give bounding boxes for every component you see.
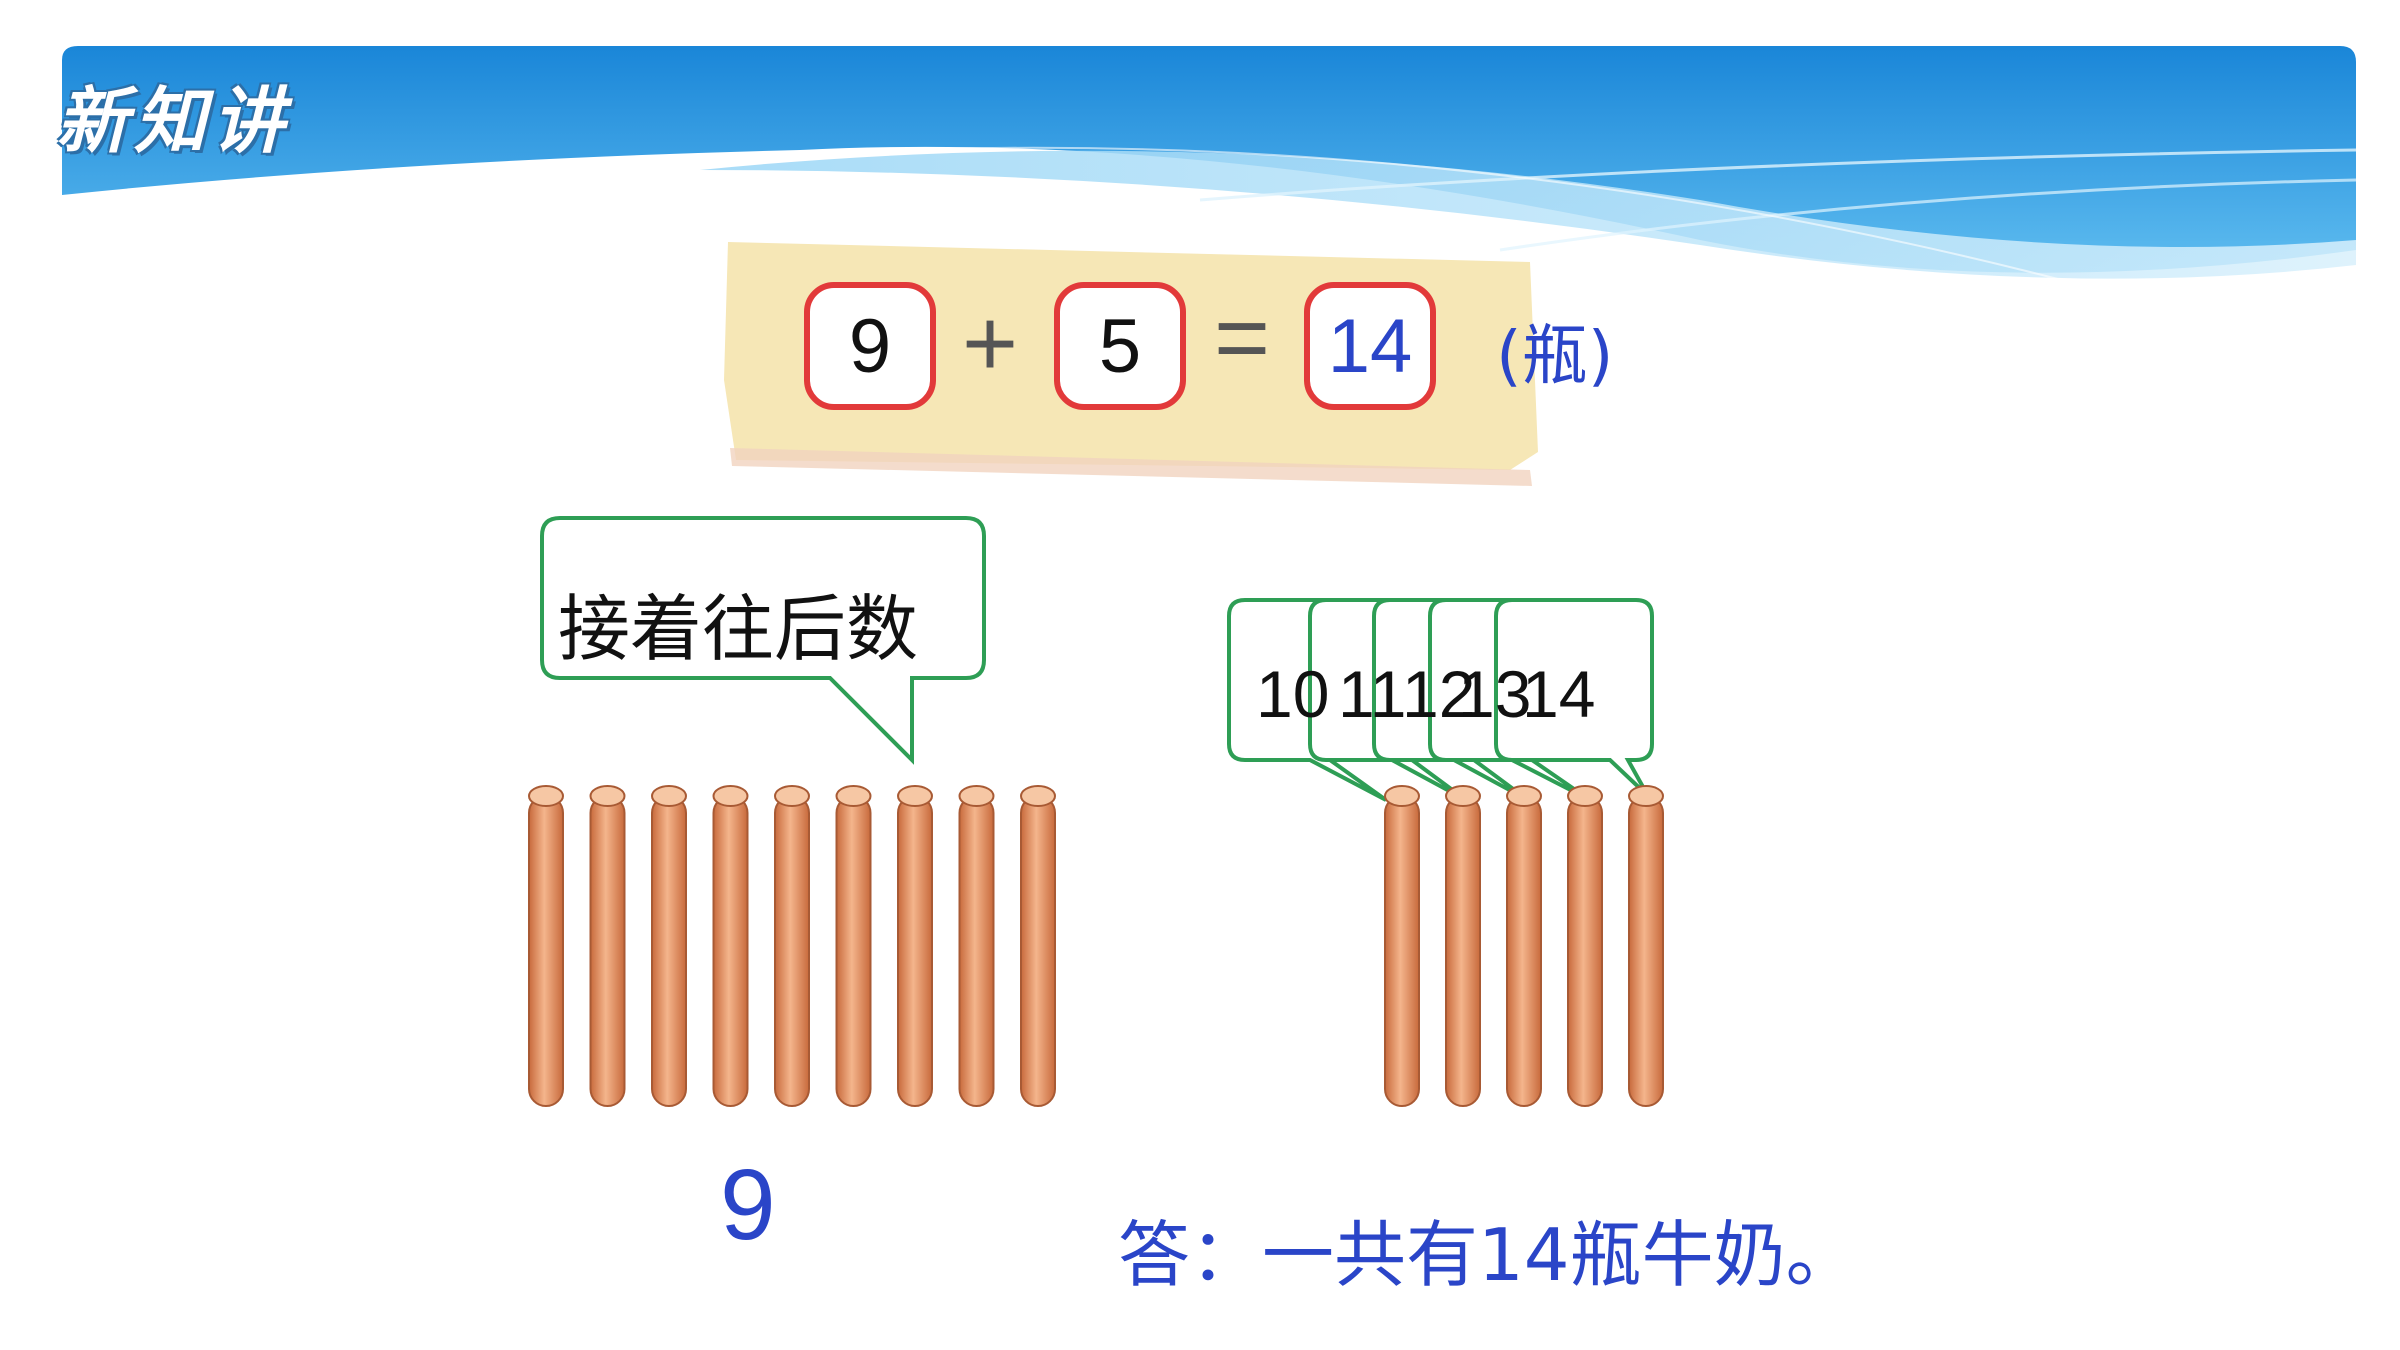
- right-stick-1: [1384, 785, 1420, 1107]
- left-stick-8: [958, 785, 995, 1107]
- plus-sign: +: [962, 290, 1019, 397]
- right-stick-5: [1628, 785, 1664, 1107]
- page-title: 新知讲: [56, 78, 291, 163]
- count-text-13: 13: [1458, 656, 1531, 732]
- sum-box: 14: [1304, 282, 1436, 410]
- left-stick-3: [651, 785, 687, 1107]
- equals-sign: =: [1214, 284, 1271, 391]
- count-text-14: 14: [1522, 657, 1596, 731]
- answer-text: 答：一共有14瓶牛奶。: [1118, 1213, 1858, 1297]
- left-stick-9: [1020, 785, 1056, 1107]
- right-stick-3: [1506, 785, 1542, 1107]
- right-stick-4: [1567, 785, 1603, 1107]
- left-stick-4: [712, 785, 749, 1107]
- speech-bubble: [540, 516, 986, 765]
- left-group-label: 9: [720, 1149, 776, 1261]
- left-stick-6: [835, 785, 872, 1107]
- left-stick-group: [528, 785, 1056, 1107]
- count-text-11: 11: [1338, 656, 1407, 732]
- header-banner: [62, 46, 2357, 291]
- count-text-10: 10: [1256, 657, 1330, 731]
- count-text-12: 12: [1402, 656, 1475, 732]
- addend1-box: 9: [804, 282, 936, 410]
- count-bubble-14: [1494, 598, 1654, 798]
- addend2-box: 5: [1054, 282, 1186, 410]
- left-stick-5: [774, 785, 810, 1107]
- counting-bubbles: [1227, 598, 1654, 802]
- left-stick-7: [897, 785, 933, 1107]
- speech-bubble-text: 接着往后数: [558, 587, 919, 671]
- right-stick-2: [1445, 785, 1481, 1107]
- left-stick-1: [528, 785, 564, 1107]
- right-stick-group: [1384, 785, 1664, 1107]
- left-stick-2: [589, 785, 626, 1107]
- unit-label: (瓶): [1496, 317, 1614, 394]
